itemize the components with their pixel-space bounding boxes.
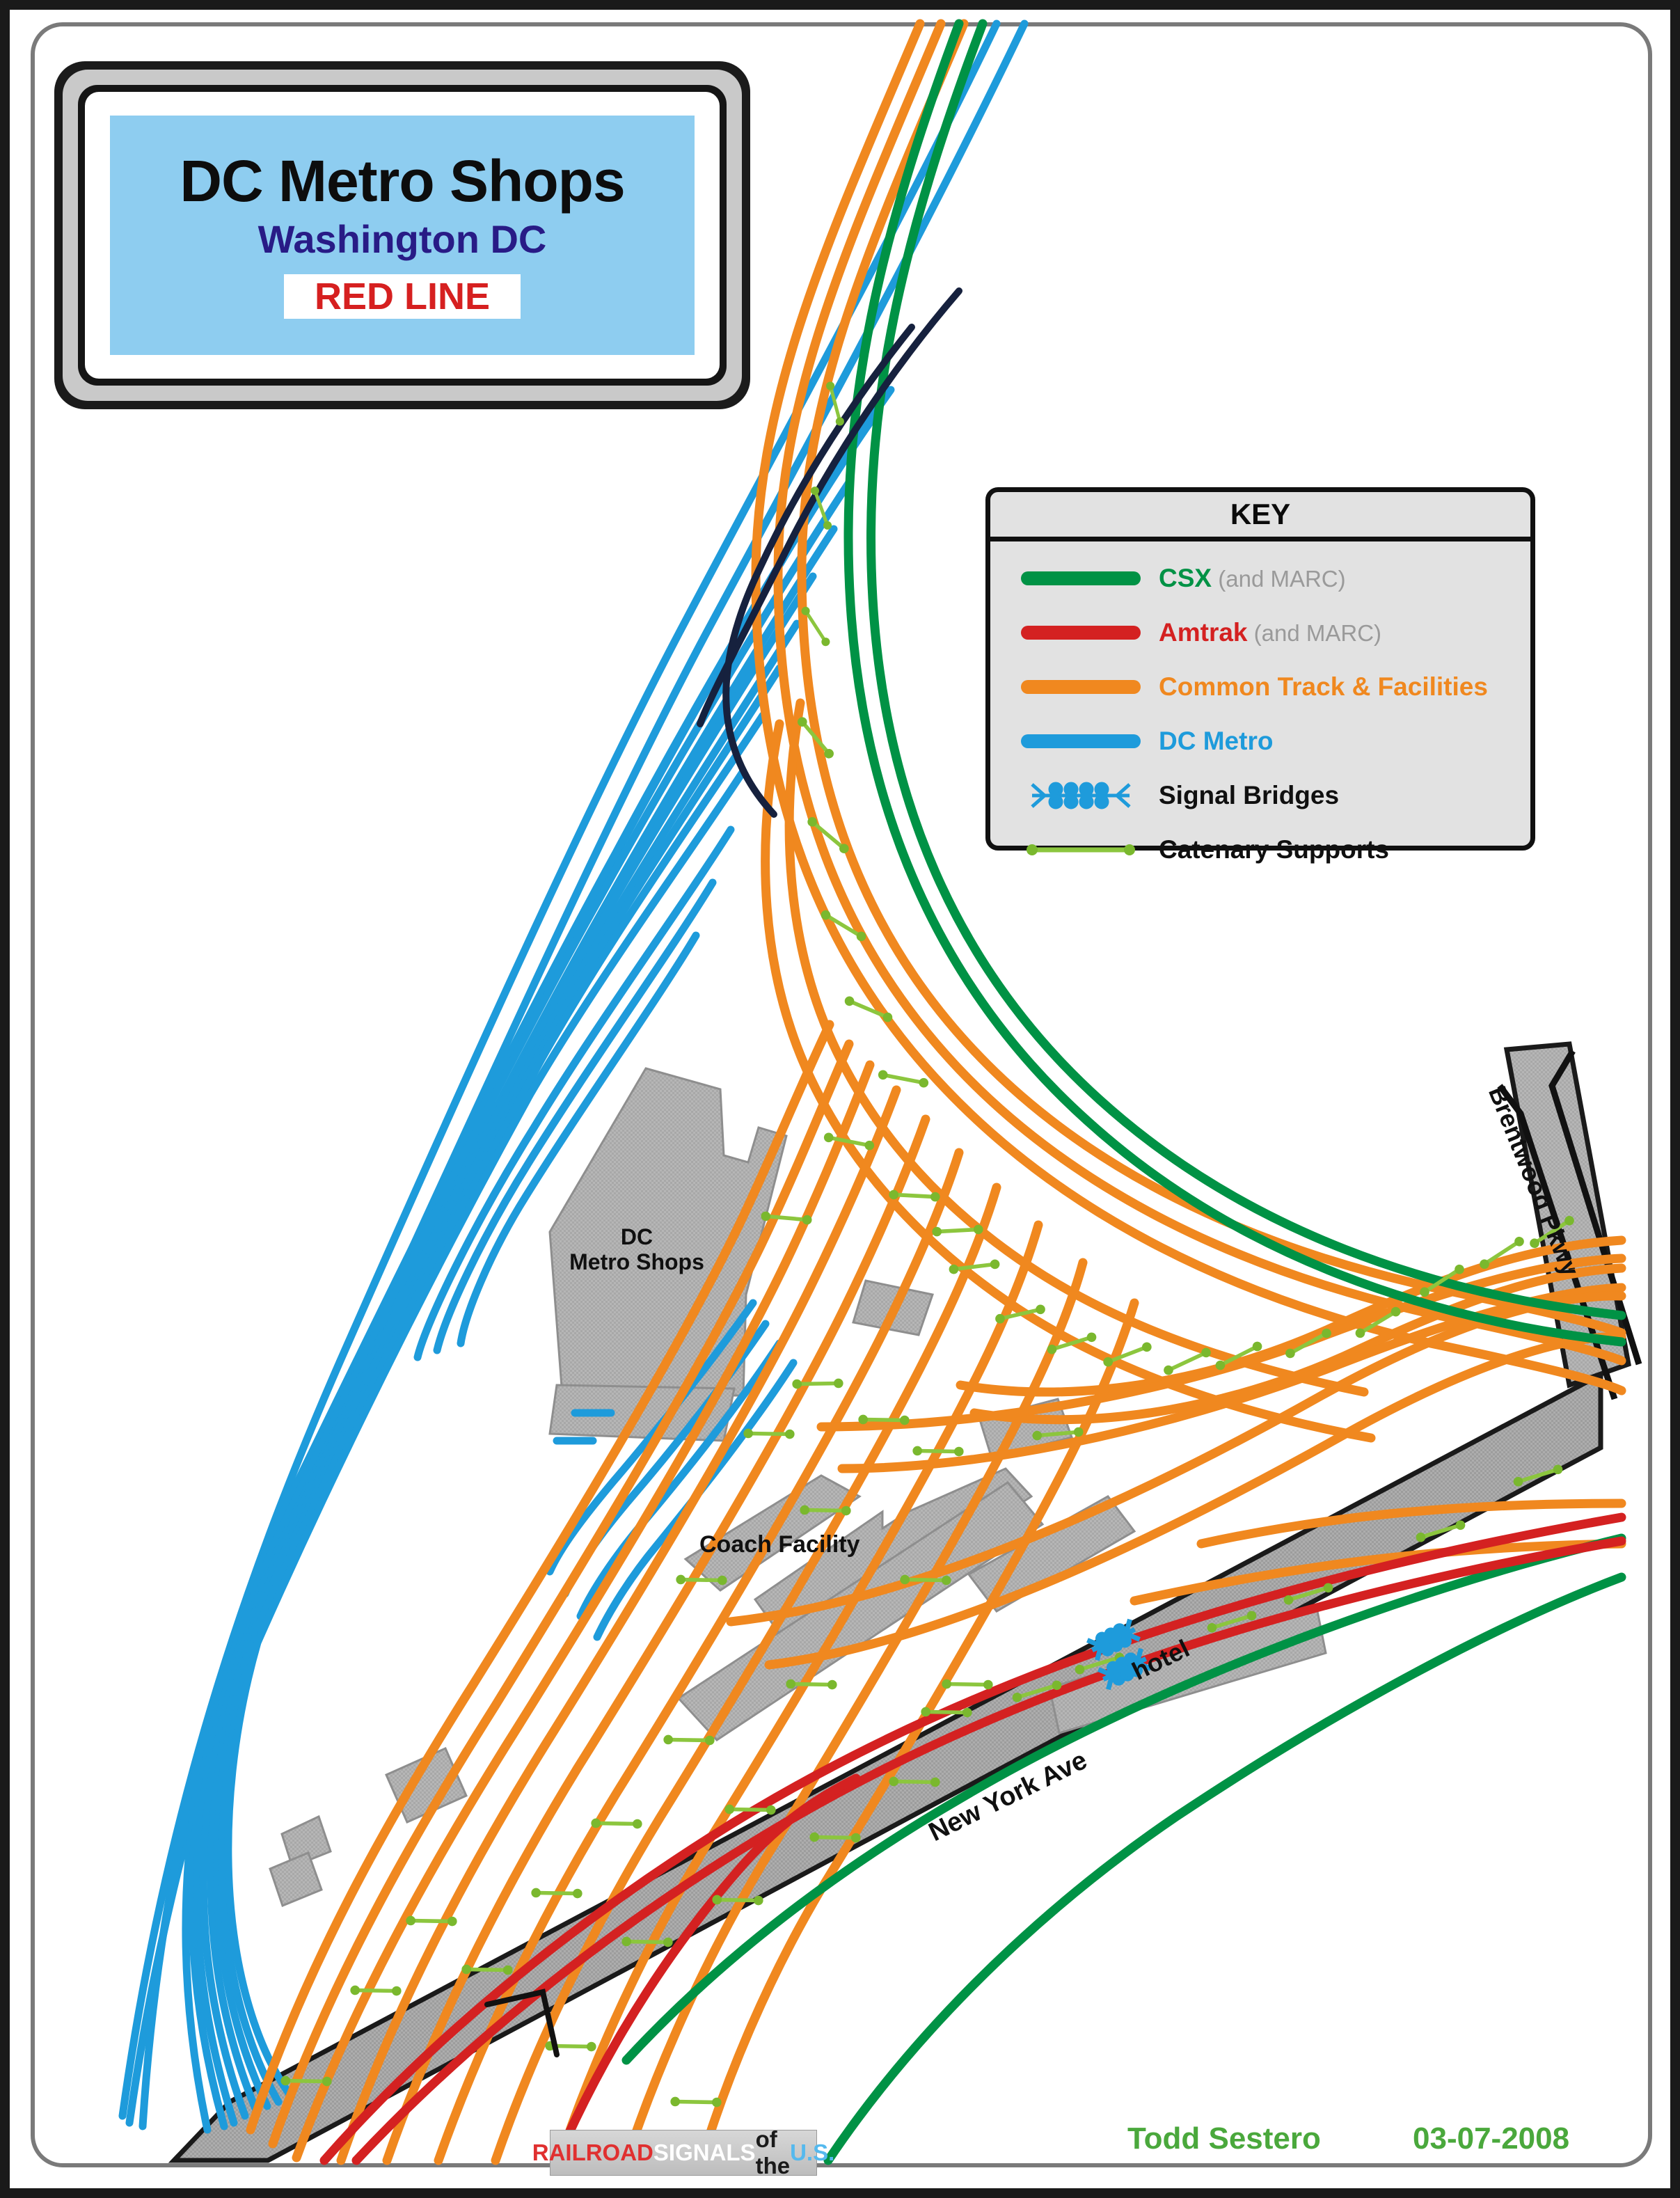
- legend-row-dc-metro: DC Metro: [990, 714, 1530, 768]
- dark-track: [697, 287, 962, 727]
- logo-part-us: U.S.: [790, 2140, 835, 2165]
- signal-bridge-icon: [1031, 782, 1131, 809]
- legend-row-catenary: Catenary Supports: [990, 823, 1530, 877]
- site-logo[interactable]: RAILROAD SIGNALS of the U.S.: [532, 2126, 835, 2179]
- common-track-fan: [382, 1114, 930, 2165]
- legend-title: KEY: [1230, 498, 1291, 530]
- metro-stub-track: [433, 878, 717, 1354]
- csx-color-swatch: [1021, 571, 1141, 585]
- csx-track: [866, 19, 1626, 1320]
- logo-part-railroad: RAILROAD: [532, 2140, 653, 2165]
- common-track-fan: [292, 1060, 875, 2163]
- common-track-fan: [621, 1258, 1088, 2165]
- common-track-east: [956, 1235, 1626, 1397]
- legend-sublabel-amtrak: (and MARC): [1247, 620, 1382, 646]
- metro-track: [188, 476, 855, 2130]
- legend-sublabel-csx: (and MARC): [1212, 566, 1346, 592]
- building-yard-small-b: [280, 1814, 332, 1868]
- common-track-color-swatch: [1021, 680, 1141, 694]
- legend-label-csx: CSX (and MARC): [1159, 564, 1346, 592]
- title-plaque: DC Metro Shops Washington DC RED LINE: [54, 61, 750, 409]
- common-track-yard: [784, 698, 1369, 1397]
- metro-stub-track: [457, 931, 700, 1347]
- amtrak-track: [351, 1536, 1626, 2165]
- common-track-east: [816, 1254, 1626, 1432]
- metro-stub-track: [413, 825, 735, 1361]
- logo-part-signals: SIGNALS: [653, 2140, 756, 2165]
- common-track-east: [764, 1331, 1626, 1670]
- annotation-mark: [484, 1989, 560, 2057]
- revision-date: 03-07-2008: [1413, 2121, 1570, 2156]
- page-subtitle: Washington DC: [257, 216, 547, 261]
- common-track-fan: [246, 1020, 834, 2135]
- map-label-coach-facility: Coach Facility: [699, 1531, 860, 1558]
- map-label-dc-metro-shops: DC Metro Shops: [569, 1224, 704, 1274]
- csx-tracks-layer: [621, 19, 1626, 2165]
- legend-label-amtrak: Amtrak (and MARC): [1159, 618, 1382, 647]
- common-track-fan: [268, 1039, 854, 2149]
- legend-label-common-track: Common Track & Facilities: [1159, 672, 1488, 701]
- legend-label-dc-metro: DC Metro: [1159, 727, 1274, 755]
- legend-row-common-track: Common Track & Facilities: [990, 660, 1530, 714]
- author-credit: Todd Sestero: [1127, 2121, 1321, 2156]
- legend-label-catenary: Catenary Supports: [1159, 835, 1390, 864]
- common-track-fan: [336, 1085, 901, 2165]
- signal-bridge: [1097, 1647, 1152, 1691]
- metro-track: [218, 711, 767, 2106]
- metro-stub-track: [546, 1299, 757, 1576]
- metro-track: [199, 572, 817, 2120]
- building-yard-small-c: [269, 1851, 323, 1907]
- common-track-fan: [697, 1298, 1139, 2165]
- csx-track: [843, 19, 1626, 1347]
- common-track-fan: [434, 1148, 964, 2165]
- common-track-yard: [761, 719, 1376, 1443]
- logo-part-of-the: of the: [755, 2126, 791, 2179]
- legend-rows: CSX (and MARC) Amtrak (and MARC) Common …: [990, 541, 1530, 877]
- plaque-content: DC Metro Shops Washington DC RED LINE: [110, 116, 695, 355]
- common-track-east-low: [1130, 1539, 1626, 1606]
- road-brentwood-edge-b: [1497, 1084, 1618, 1400]
- dc-metro-color-swatch: [1021, 734, 1141, 748]
- common-track-fan: [491, 1183, 1001, 2165]
- catenary-icon: [1027, 844, 1135, 855]
- signal-bridge: [1086, 1618, 1141, 1661]
- common-track-east: [969, 1263, 1626, 1425]
- common-track-east-low: [1196, 1499, 1626, 1549]
- dark-tracks-layer: [697, 287, 962, 818]
- page-title: DC Metro Shops: [180, 148, 625, 214]
- page-frame-rounded: [31, 22, 1652, 2167]
- amtrak-color-swatch: [1021, 626, 1141, 640]
- line-badge: RED LINE: [283, 274, 521, 319]
- legend-label-signal-bridges: Signal Bridges: [1159, 781, 1340, 809]
- legend-row-amtrak: Amtrak (and MARC): [990, 606, 1530, 660]
- common-track-east: [726, 1291, 1626, 1627]
- legend-row-csx: CSX (and MARC): [990, 551, 1530, 606]
- signal-bridges-layer: [1086, 1618, 1152, 1691]
- legend-header: KEY: [990, 492, 1530, 541]
- annotation-marks-layer: [484, 1989, 560, 2057]
- legend-row-signal-bridges: Signal Bridges: [990, 768, 1530, 823]
- amtrak-track: [319, 1512, 1626, 2165]
- common-tracks-layer: [246, 19, 1626, 2165]
- metro-stub-track: [593, 1359, 798, 1641]
- legend-key-box: KEY CSX (and MARC) Amtrak (and MARC) Com…: [985, 487, 1535, 864]
- line-badge-label: RED LINE: [314, 275, 491, 317]
- dark-track: [722, 324, 915, 818]
- csx-track-south: [823, 1572, 1626, 2165]
- metro-track: [224, 767, 747, 2101]
- csx-track-south: [621, 1533, 1626, 2065]
